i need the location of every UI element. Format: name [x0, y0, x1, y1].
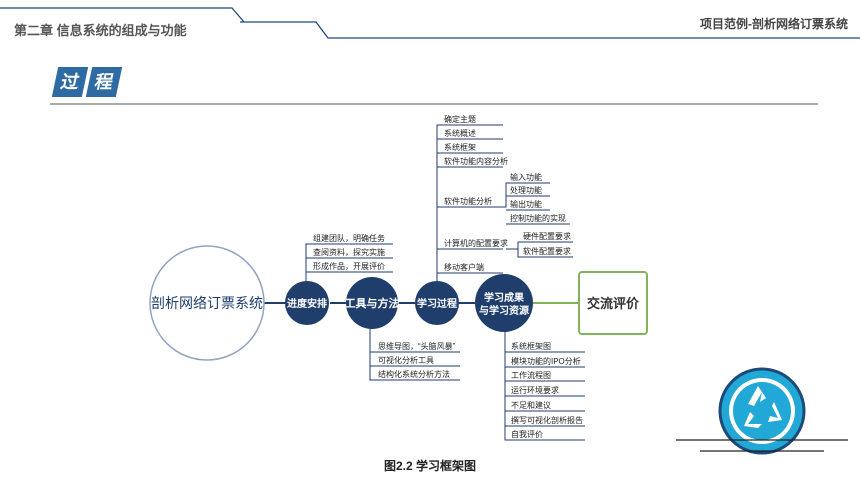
outcome-item: 不足和建议: [511, 400, 551, 410]
process-item: 移动客户端: [444, 262, 484, 272]
function-item: 处理功能: [510, 185, 542, 195]
root-label: 剖析网络订票系统: [151, 295, 263, 311]
process-item: 系统概述: [444, 128, 476, 138]
node-outcomes: [475, 274, 533, 332]
schedule-item: 组建团队，明确任务: [313, 233, 385, 243]
outcome-item: 自我评价: [511, 429, 543, 439]
config-item: 硬件配置要求: [523, 231, 571, 241]
node-schedule: [285, 281, 329, 325]
schedule-item: 形成作品，开展评价: [313, 261, 385, 271]
node-outcomes-label-2: 与学习资源: [479, 304, 529, 317]
node-tools: [346, 277, 398, 329]
outcome-item: 工作流程图: [511, 370, 551, 380]
schedule-item: 查阅资料，探究实施: [313, 247, 385, 257]
node-evaluation: [578, 271, 648, 335]
process-item: 计算机的配置要求: [444, 238, 508, 248]
figure-caption: 图2.2 学习框架图: [383, 459, 477, 473]
recycle-icon: [676, 367, 848, 455]
node-outcomes-label-1: 学习成果: [484, 291, 525, 304]
process-item: 软件功能内容分析: [444, 156, 508, 166]
tool-item: 思维导图，“头脑风暴”: [378, 341, 456, 351]
outcome-item: 运行环境要求: [511, 385, 559, 395]
function-item: 输入功能: [510, 172, 542, 182]
root-node: [149, 245, 265, 361]
process-item: 系统框架: [444, 142, 476, 152]
project-title: 项目范例-剖析网络订票系统: [700, 17, 848, 31]
node-process: [415, 281, 459, 325]
tool-item: 结构化系统分析方法: [378, 369, 450, 379]
outcome-item: 系统框架图: [511, 341, 551, 351]
node-schedule-label: 进度安排: [287, 297, 327, 310]
outcome-item: 撰写可视化剖析报告: [511, 415, 583, 425]
outcome-item: 模块功能的IPO分析: [511, 356, 581, 366]
node-tools-label: 工具与方法: [345, 296, 400, 310]
function-item: 控制功能的实现: [510, 213, 566, 223]
process-item: 软件功能分析: [444, 196, 492, 206]
node-evaluation-label: 交流评价: [587, 296, 640, 311]
node-process-label: 学习过程: [417, 297, 457, 310]
function-item: 输出功能: [510, 199, 542, 209]
tool-item: 可视化分析工具: [378, 355, 434, 365]
config-item: 软件配置要求: [523, 246, 571, 256]
chapter-title: 第二章 信息系统的组成与功能: [14, 23, 187, 38]
process-item: 确定主题: [444, 114, 476, 124]
